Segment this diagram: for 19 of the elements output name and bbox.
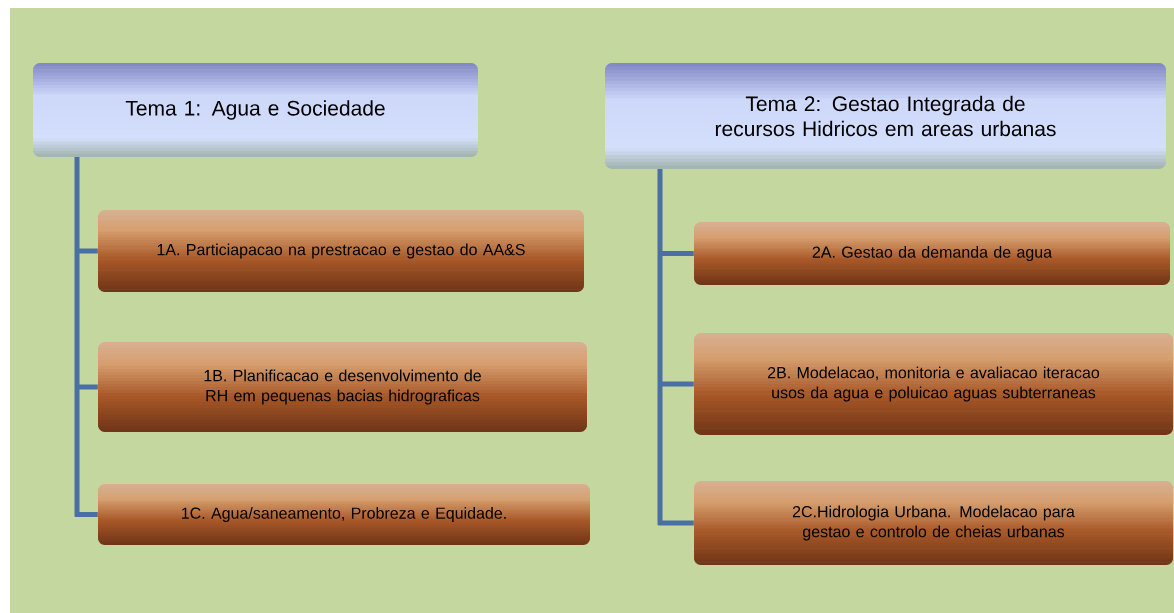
node-label: 1C. Agua/saneamento, Probreza e Equidade. [182, 507, 506, 522]
node-label: Tema 2: Gestao Integrada de [745, 95, 1025, 116]
node-label: 2B. Modelacao, monitoria e avaliacao iteracao usos da agua e poluicao aguas subterraneas [768, 366, 1100, 402]
node-label: 1A. Particiapacao na prestracao e gestao do AA&S [157, 243, 525, 259]
node-label: 1B. Planificacao e desenvolvimento de RH em pequenas bacias hidrograficas [204, 369, 481, 405]
connector-line [658, 520, 694, 526]
connector-line [75, 512, 98, 517]
topic-box: 2B. Modelacao, monitoria e avaliacao iteracao usos da agua e poluicao aguas subterraneas [694, 333, 1173, 435]
topic-box: 1B. Planificacao e desenvolvimento de RH em pequenas bacias hidrograficas [98, 342, 587, 432]
topic-box: 1C. Agua/saneamento, Probreza e Equidade. [98, 484, 590, 545]
topic-box: 1A. Particiapacao na prestracao e gestao do AA&S [98, 210, 584, 292]
node-label: Tema 1: Agua e Sociedade [125, 100, 385, 120]
node-label: recursos Hidricos em areas urbanas [715, 120, 1056, 137]
node-label: 2A. Gestao da demanda de agua [812, 246, 1053, 261]
title-box: Tema 1: Agua e Sociedade [33, 63, 478, 157]
topic-box: 2C.Hidrologia Urbana. Modelacao para gestao e controlo de cheias urbanas [694, 481, 1173, 565]
title-box: Tema 2: Gestao Integrada de recursos Hidricos em areas urbanas [605, 63, 1166, 169]
topic-box: 2A. Gestao da demanda de agua [694, 222, 1170, 285]
node-label: 2C.Hidrologia Urbana. Modelacao para [792, 505, 1075, 521]
